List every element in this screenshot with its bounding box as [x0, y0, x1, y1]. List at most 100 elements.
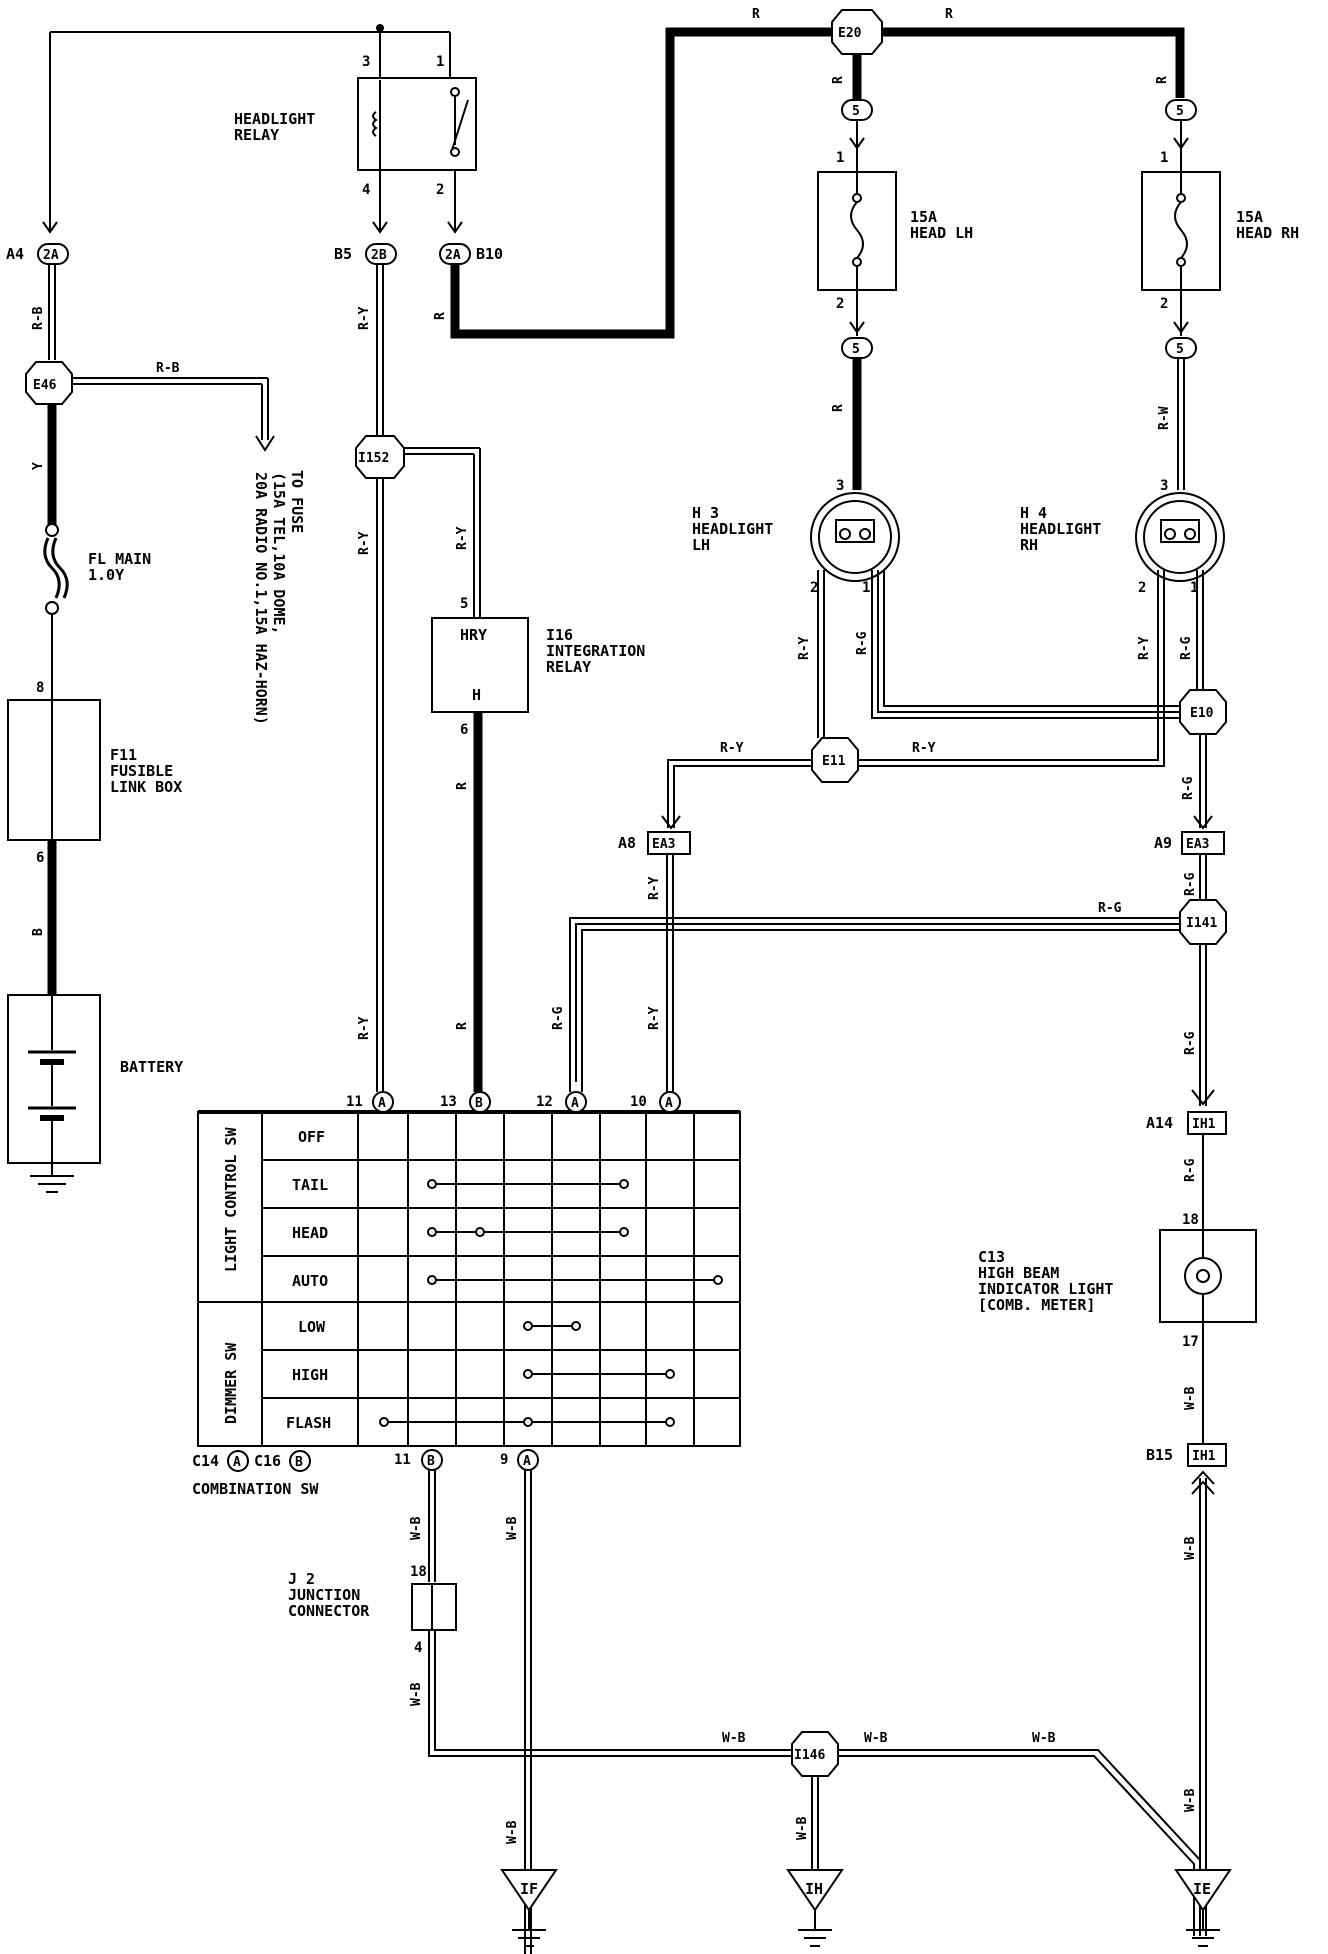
hl-rh-name1: HEADLIGHT: [1020, 520, 1101, 538]
c13-pin18: 18: [1182, 1212, 1199, 1228]
wire-r-lh: R: [831, 404, 846, 412]
ground-if-label: IF: [520, 1880, 538, 1898]
wire-ry-ea3: R-Y: [647, 876, 662, 900]
hl-lh-pin2: 2: [810, 580, 818, 596]
wire-wb-j2: W-B: [409, 1682, 424, 1706]
fuse-head-lh: 5 1 15A HEAD LH 2 5 R: [817, 99, 973, 490]
wire-rb-branch: R-B: [156, 361, 180, 376]
j2-name1: JUNCTION: [288, 1586, 360, 1604]
wire-rb-left: R-B: [31, 306, 46, 330]
j2-pin4: 4: [414, 1640, 422, 1656]
conn-a9: A9: [1154, 834, 1172, 852]
conn-e46: E46: [33, 378, 57, 393]
sw-pin-10-tag: A: [665, 1096, 673, 1111]
hl-rh-pin2: 2: [1138, 580, 1146, 596]
wire-ry-low: R-Y: [357, 1016, 372, 1040]
switch-row-low: LOW: [298, 1318, 326, 1336]
fuse-rh-name: HEAD RH: [1236, 224, 1299, 242]
hl-rh-pin1: 1: [1190, 580, 1198, 596]
relay-title2: RELAY: [234, 126, 279, 144]
conn-i152: I152: [358, 451, 389, 466]
headlight-rh: 3 H 4 HEADLIGHT RH 2 1: [1020, 478, 1225, 596]
relay-title1: HEADLIGHT: [234, 110, 315, 128]
conn-2b: 2B: [371, 248, 387, 263]
j2-name2: CONNECTOR: [288, 1602, 370, 1620]
battery-branch: 2A A4 R-B E46 R-B TO FUSE (15A TEL,10A D…: [6, 32, 306, 1193]
sw-pin-b9-tag: A: [523, 1454, 531, 1469]
wire-wb-ih1: W-B: [1183, 1536, 1198, 1560]
caption-c16: C16: [254, 1452, 281, 1470]
conn-b5: B5: [334, 245, 352, 263]
hl-rh-id: H 4: [1020, 504, 1047, 522]
fuse-lh-pin1: 1: [836, 150, 844, 166]
wire-rg-c13: R-G: [1183, 1158, 1198, 1182]
relay-pin2: 2: [436, 182, 444, 198]
conn-ea3-left: EA3: [652, 837, 675, 852]
conn-b10: B10: [476, 245, 503, 263]
sw-pin-12-num: 12: [536, 1094, 553, 1110]
caption-c14: C14: [192, 1452, 219, 1470]
conn-5-rh-top: 5: [1176, 104, 1184, 119]
wire-ry-e11-left: R-Y: [720, 741, 744, 756]
wire-wb-sw9: W-B: [505, 1516, 520, 1540]
wire-wb-sw11: W-B: [409, 1516, 424, 1540]
wire-rg-lh: R-G: [855, 631, 870, 655]
to-fuse-line3: 20A RADIO NO.1,15A HAZ-HORN): [252, 472, 270, 725]
wire-ry-e11-right: R-Y: [912, 741, 936, 756]
wire-ry-sw10: R-Y: [647, 1006, 662, 1030]
f11-id: F11: [110, 746, 137, 764]
i16-h: H: [472, 686, 481, 704]
hl-lh-pin1: 1: [862, 580, 870, 596]
ground-ie-label: IE: [1193, 1880, 1211, 1898]
sw-pin-13-num: 13: [440, 1094, 457, 1110]
fuse-rh-rating: 15A: [1236, 208, 1263, 226]
conn-2a-right: 2A: [445, 248, 461, 263]
wire-r-b10: R: [433, 312, 448, 320]
i16-name1: INTEGRATION: [546, 642, 645, 660]
wire-wb-i146-mid: W-B: [864, 1731, 888, 1746]
fl-main-value: 1.0Y: [88, 566, 124, 584]
fuse-head-rh: 5 1 15A HEAD RH 2 5 R-W: [1141, 99, 1299, 490]
wire-wb-if: W-B: [505, 1820, 520, 1844]
fuse-lh-name: HEAD LH: [910, 224, 973, 242]
ground-ih-label: IH: [805, 1880, 823, 1898]
f11-name1: FUSIBLE: [110, 762, 173, 780]
wire-r-top-right: R: [945, 7, 953, 22]
j2-id: J 2: [288, 1570, 315, 1588]
fuse-lh-pin2: 2: [836, 296, 844, 312]
sw-pin-11-tag: A: [378, 1096, 386, 1111]
wire-r-i16: R: [455, 782, 470, 790]
hl-lh-name1: HEADLIGHT: [692, 520, 773, 538]
switch-pin-risers: [376, 1080, 674, 1092]
wire-rw: R-W: [1157, 406, 1172, 430]
wire-r-e20: R: [831, 76, 846, 84]
conn-5-lh-bottom: 5: [852, 342, 860, 357]
to-fuse-line1: TO FUSE: [288, 470, 306, 533]
headlight-relay: 3 1 4 2 HEADLIGHT RELAY: [50, 24, 477, 232]
combination-switch: LIGHT CONTROL SW DIMMER SW OFF TAIL HEAD…: [192, 1091, 741, 1498]
sw-pin-13-tag: B: [475, 1096, 483, 1111]
conn-2a-left: 2A: [43, 248, 59, 263]
switch-row-head: HEAD: [292, 1224, 328, 1242]
hl-lh-id: H 3: [692, 504, 719, 522]
wire-rg-i141: R-G: [1098, 901, 1122, 916]
i16-name2: RELAY: [546, 658, 591, 676]
conn-a4: A4: [6, 245, 24, 263]
wire-rg-ih1: R-G: [1183, 1031, 1198, 1055]
wire-rg-e10: R-G: [1181, 776, 1196, 800]
conn-ea3-right: EA3: [1186, 837, 1209, 852]
switch-row-off: OFF: [298, 1128, 325, 1146]
conn-ih1-bottom: IH1: [1192, 1449, 1216, 1464]
hl-rh-name2: RH: [1020, 536, 1038, 554]
wire-ry-i16: R-Y: [455, 526, 470, 550]
headlight-lh: 3 H 3 HEADLIGHT LH 2 1: [692, 478, 900, 596]
fl-main-name: FL MAIN: [88, 550, 151, 568]
conn-5-rh-bottom: 5: [1176, 342, 1184, 357]
ry-branch: 2B B5 R-Y I152 R-Y R-Y R-Y: [334, 221, 481, 1080]
wire-y: Y: [31, 462, 46, 470]
conn-5-lh-top: 5: [852, 104, 860, 119]
wire-wb-i146-left: W-B: [722, 1731, 746, 1746]
hl-lh-pin3: 3: [836, 478, 844, 494]
hl-rh-pin3: 3: [1160, 478, 1168, 494]
